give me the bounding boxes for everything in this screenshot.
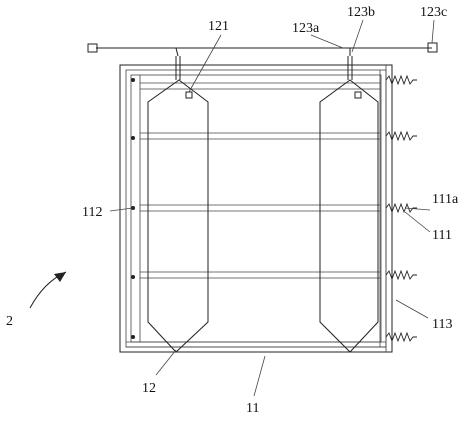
- inner-frame-line: [125, 69, 387, 348]
- arrow-2: [29, 271, 67, 309]
- outer-frame: [119, 64, 393, 353]
- springs: [385, 74, 417, 343]
- left-pegs: [131, 78, 135, 339]
- label-112: 112: [82, 205, 102, 220]
- label-111a: 111a: [432, 192, 459, 207]
- label-123a: 123a: [292, 21, 320, 36]
- label-11: 11: [246, 401, 259, 416]
- valve-123a: [354, 91, 362, 99]
- cable-end-left: [87, 43, 98, 53]
- label-123c: 123c: [420, 5, 447, 20]
- valve-121: [185, 91, 193, 99]
- airbag-right: [319, 48, 379, 353]
- frame: [119, 64, 393, 353]
- cable-end-right-123c: [427, 42, 438, 53]
- top-cable: [87, 42, 438, 53]
- label-121: 121: [208, 19, 229, 34]
- label-111: 111: [432, 228, 452, 243]
- label-113: 113: [432, 317, 452, 332]
- airbag-left: [147, 47, 209, 353]
- cross-bars: [140, 82, 380, 279]
- label-12: 12: [142, 381, 156, 396]
- inner-frame-line-2: [130, 74, 382, 343]
- label-123b: 123b: [347, 5, 375, 20]
- label-2: 2: [6, 314, 13, 329]
- leader-lines: [109, 19, 435, 397]
